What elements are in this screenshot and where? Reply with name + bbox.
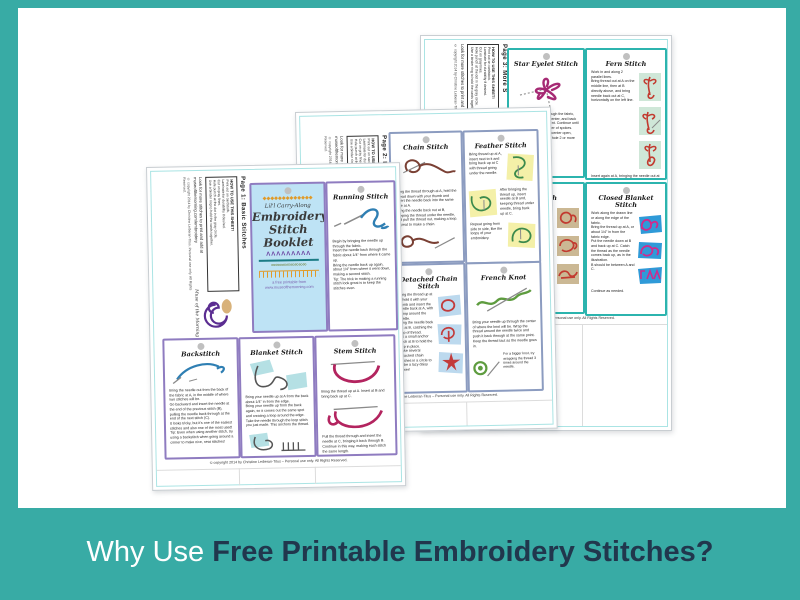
card-title: Stem Stitch (333, 346, 377, 356)
diamond-border-ornament (252, 196, 324, 202)
hole-punch-dot (622, 187, 630, 194)
line-ornament (259, 258, 319, 262)
page-label: Page 1: Basic Stitches (239, 176, 247, 250)
howto-body: Print out on cardstock. Laminate for dur… (208, 179, 230, 246)
headline-main: Free Printable Embroidery Stitches? (212, 535, 714, 568)
blanket-stitch-illustration (249, 359, 308, 391)
card-body: About 1/4" away, put the needle through … (243, 455, 315, 458)
fern-illustrations (637, 69, 663, 171)
chain-border-ornament (253, 262, 325, 269)
feather-illustration (506, 153, 534, 182)
card-title: Running Stitch (332, 192, 389, 202)
hole-punch-dot (622, 53, 630, 60)
headline-prefix: Why Use (86, 535, 213, 568)
detached-chain-illustrations (436, 291, 464, 378)
closed-blanket-illustrations (637, 210, 663, 286)
star-eyelet-illustration (519, 77, 561, 108)
cut-line (238, 468, 241, 486)
card-body: Bring the thread up at A. Insert at B an… (321, 388, 385, 399)
howto-box: HOW TO USE THIS SHEET! Print out on card… (204, 176, 240, 292)
card-body: Bring your needle up at A from the back … (245, 394, 310, 428)
stem-stitch-illustration-2 (327, 406, 383, 429)
card-blanket-stitch: Blanket Stitch Bring your needle up at A… (238, 335, 317, 459)
hidden-card-illustrations (555, 203, 581, 287)
card-running-stitch: Running Stitch Begin by bringing the nee… (325, 180, 399, 332)
hole-punch-dot (542, 53, 550, 60)
cut-line (466, 401, 468, 426)
printable-sheet-page1: Page 1: Basic Stitches HOW TO USE THIS S… (146, 162, 407, 491)
zigzag-border-ornament (253, 250, 325, 257)
howto-body: Print out on cardstock. Laminate for dur… (470, 47, 491, 113)
cut-line (582, 324, 583, 426)
card-body: Continue as needed. (591, 289, 625, 294)
headline: Why Use Free Printable Embroidery Stitch… (87, 536, 714, 573)
muse-of-the-morning-logo: Muse of the Morning (193, 288, 234, 337)
card-title: Detached Chain Stitch (399, 274, 458, 291)
card-backstitch: Backstitch Bring the needle out from the… (162, 337, 241, 460)
french-knot-illustration (476, 287, 532, 312)
card-body: Insert again at A, bringing the needle o… (591, 174, 660, 179)
chain-stitch-illustration (403, 159, 456, 174)
printable-sheet-page2: Page 2: D HOW TO USE THIS SHEET! Print o… (295, 106, 558, 434)
sheet1-side-header: Page 1: Basic Stitches HOW TO USE THIS S… (155, 176, 247, 293)
backstitch-illustration (172, 363, 225, 385)
cover-title: Embroidery Stitch Booklet (251, 208, 328, 250)
card-fern-stitch: Fern Stitch Work in and along 2 parallel… (585, 48, 667, 180)
card-body: Bring the needle out from the back of th… (169, 387, 234, 445)
card-body: Pull the thread through and insert the n… (322, 434, 387, 454)
card-feather-stitch: Feather Stitch Bring thread up at A, ins… (462, 128, 542, 265)
caption-band: Why Use Free Printable Embroidery Stitch… (0, 508, 800, 600)
card-title: Chain Stitch (402, 142, 449, 152)
feather-illustration-3 (507, 222, 536, 249)
card-title: Star Eyelet Stitch (513, 60, 579, 68)
card-title: Closed Blanket Stitch (598, 194, 654, 210)
card-body: Bring the thread through at A, hold the … (395, 188, 458, 227)
more-stitches-note: Look for more stitches to print and add … (192, 176, 205, 254)
card-french-knot: French Knot Bring your needle up through… (465, 260, 544, 393)
cut-line (156, 465, 401, 471)
card-body: Bring thread up at A, insert next to it … (468, 151, 502, 176)
card-body: Begin by bringing the needle up through … (332, 238, 391, 291)
running-stitch-illustration (333, 208, 390, 230)
chain-stitch-illustration-2 (400, 234, 455, 249)
card-body: Bring your needle up through the center … (472, 319, 537, 348)
card-title: Blanket Stitch (250, 348, 303, 358)
page-label: Page 3: More S (501, 44, 507, 93)
feather-illustration-2 (468, 188, 498, 218)
card-tip: For a bigger knot, try wrapping the thre… (503, 351, 537, 370)
blanket-stitch-illustration-2 (249, 432, 306, 451)
hole-punch-dot (283, 187, 292, 195)
cover-footer: a free printable from www.museofthemorni… (264, 280, 314, 290)
cut-line (314, 466, 317, 484)
card-stem-stitch: Stem Stitch Bring the thread up at A. In… (314, 334, 398, 457)
card-closed-blanket-stitch: Closed Blanket Stitch Work along the dra… (585, 182, 667, 316)
card-title: Backstitch (181, 349, 221, 359)
card-booklet-cover: Lil'l Carry-Along Embroidery Stitch Book… (249, 181, 329, 333)
stem-stitch-illustration (330, 361, 380, 384)
fringe-border-ornament (258, 269, 320, 278)
french-knot-illustration-2 (473, 361, 500, 377)
spiral-logo-icon (203, 299, 232, 328)
logo-text: Muse of the Morning (193, 289, 200, 338)
howto-title: HOW TO USE THIS SHEET! (491, 47, 496, 99)
card-title: Fern Stitch (605, 60, 647, 68)
card-chain-stitch: Chain Stitch Bring the thread through at… (388, 130, 466, 265)
card-body: Work along the drawn line or along the e… (591, 211, 635, 272)
card-detached-chain-stitch: Detached Chain Stitch Bring the thread u… (391, 262, 468, 394)
card-body: After bringing the thread up, insert nee… (499, 187, 534, 216)
card-body: Repeat going from side to side, like the… (470, 221, 503, 241)
side-copyright: © copyright 2014 by Christine Leiberan-T… (182, 177, 193, 291)
card-body: Work in and along 2 parallel lines. Brin… (591, 70, 635, 103)
